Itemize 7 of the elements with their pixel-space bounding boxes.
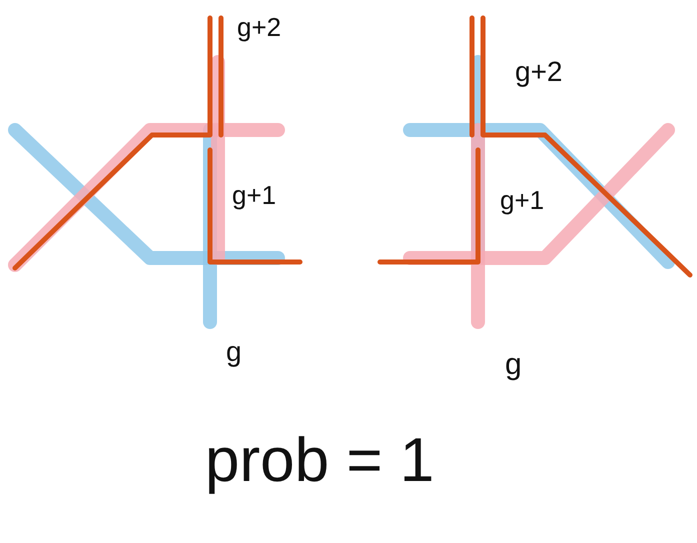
level-label: g+1 [232, 182, 276, 208]
level-label: g [226, 338, 242, 366]
equation-text: prob = 1 [205, 430, 434, 492]
level-label: g+1 [500, 187, 544, 213]
level-label: g [505, 350, 522, 380]
level-label: g+2 [237, 14, 282, 40]
level-label: g+2 [515, 58, 562, 86]
